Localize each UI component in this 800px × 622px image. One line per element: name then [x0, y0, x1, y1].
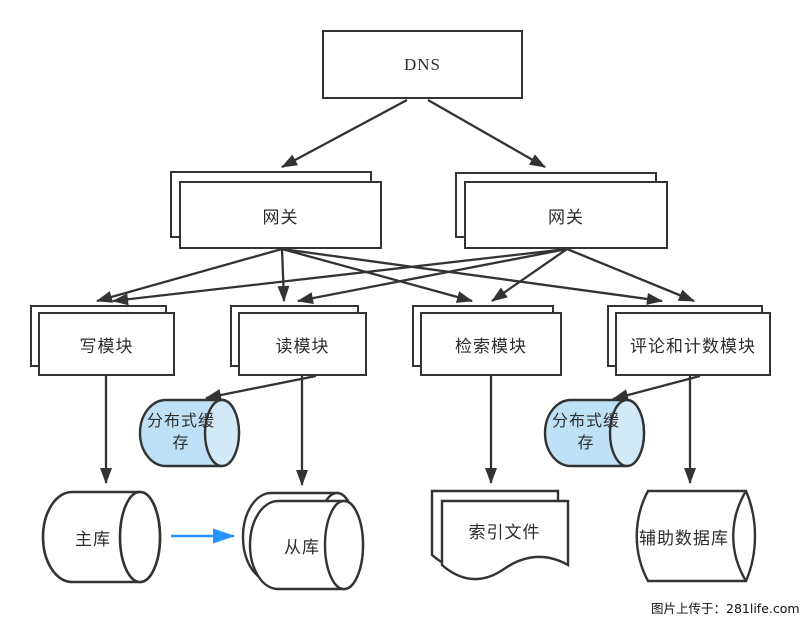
watermark-text: 图片上传于：281life.com: [651, 601, 800, 616]
dns-label: DNS: [403, 54, 441, 74]
cache-cylinder-icon: [543, 398, 646, 468]
module-write-label: 写模块: [79, 336, 134, 356]
node-gateway-left: 网关: [170, 171, 382, 249]
node-db-master: 主库: [40, 489, 166, 585]
database-cylinder-stack-icon: [241, 491, 365, 591]
node-module-comment: 评论和计数模块: [607, 305, 771, 376]
gateway-right-label: 网关: [548, 207, 584, 227]
node-module-read: 读模块: [230, 305, 367, 376]
cache-left-label: 分布式缓存: [146, 413, 215, 452]
db-master-label: 主库: [75, 529, 111, 549]
node-module-write: 写模块: [30, 305, 175, 376]
node-cache-left: 分布式缓存: [138, 398, 242, 468]
aux-db-label: 辅助数据库: [639, 528, 729, 548]
database-cylinder-icon: [41, 490, 162, 584]
gateway-left-label: 网关: [262, 207, 299, 227]
node-dns: DNS: [322, 30, 523, 99]
stored-data-icon: [635, 489, 757, 583]
module-search-label: 检索模块: [455, 336, 527, 356]
module-read-label: 读模块: [275, 336, 330, 356]
index-file-label: 索引文件: [468, 522, 541, 542]
node-cache-right: 分布式缓存: [543, 398, 647, 468]
node-gateway-right: 网关: [455, 172, 668, 249]
node-index-file: 索引文件: [430, 489, 571, 585]
cache-right-label: 分布式缓存: [551, 413, 620, 452]
cache-cylinder-icon: [138, 398, 241, 468]
node-module-search: 检索模块: [412, 305, 562, 376]
node-db-slave: 从库: [239, 491, 372, 592]
module-comment-label: 评论和计数模块: [630, 336, 756, 356]
db-slave-label: 从库: [284, 537, 320, 557]
node-aux-db: 辅助数据库: [620, 489, 764, 583]
document-stack-icon: [430, 489, 570, 581]
